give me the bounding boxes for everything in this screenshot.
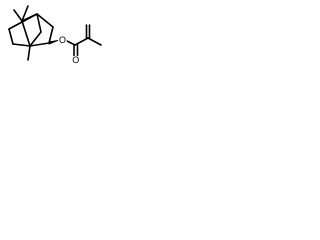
- bond-carbonyl-c-alpha-c: [74, 37, 89, 46]
- bond-c4-c10: [36, 13, 54, 28]
- bond-c1-c7: [21, 20, 31, 47]
- atom-label-ester-oxygen: O: [58, 35, 67, 45]
- bond-c9-c1: [29, 42, 50, 47]
- bond-c1-c2: [12, 43, 31, 47]
- bond-c4-c5: [36, 13, 42, 33]
- bond-alpha-c-methyl: [87, 37, 102, 46]
- bicyclic-cage: [8, 5, 54, 61]
- ester-oxygen-label: O: [59, 35, 66, 45]
- bond-c7-methyl-a: [13, 9, 23, 22]
- bond-c5-c6: [29, 31, 42, 47]
- bond-c3-c4: [8, 13, 38, 30]
- bond-c1-methyl: [27, 45, 31, 61]
- bond-c7-methyl-b: [21, 5, 29, 22]
- carbonyl-oxygen-label: O: [72, 55, 79, 65]
- molecule-structure: O O: [8, 5, 102, 65]
- methacrylate-group: [64, 24, 102, 57]
- stereo-wedge-bond: [48, 39, 60, 45]
- structure-canvas: O O: [0, 0, 115, 84]
- bond-c2-c3: [8, 28, 14, 45]
- atom-label-carbonyl-oxygen: O: [71, 55, 81, 65]
- bond-c10-c9: [48, 26, 54, 44]
